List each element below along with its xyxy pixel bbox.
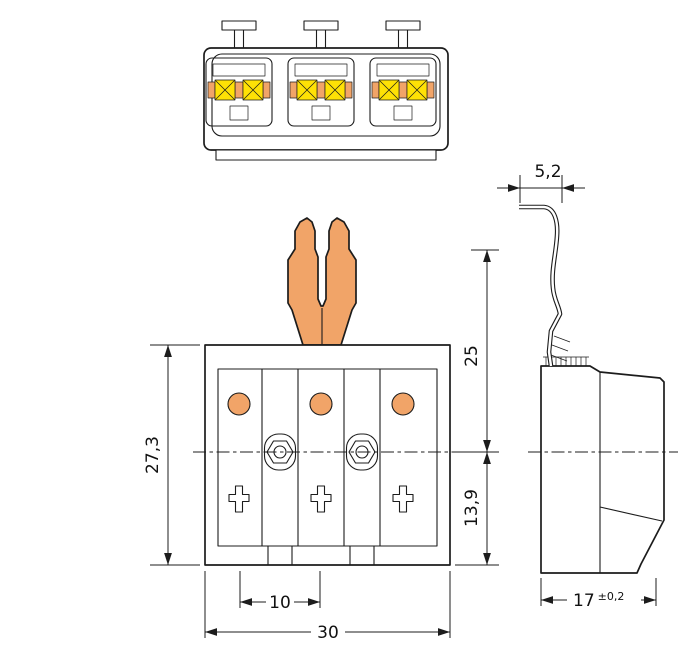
dim-depth-label: 17±0,2 [573,590,624,611]
lever-line [599,506,663,522]
foot-1 [267,545,293,566]
front-view [204,344,451,566]
dimension-labels: 5,2 25 13,9 27,3 10 30 17±0,2 [143,162,624,643]
dim-front-height-label: 27,3 [143,436,163,474]
top-view [203,20,449,161]
dimension-lines [150,175,657,638]
wire-port-1 [227,392,251,416]
dim-upper-height-label: 25 [462,345,482,367]
side-view [519,204,665,574]
release-slots [228,485,414,513]
dim-pole-pitch-label: 10 [269,593,291,613]
mounting-clamp-spring [519,204,571,367]
pusher-lever [287,217,357,346]
dim-total-width-label: 30 [317,623,339,643]
top-housing-step [215,149,437,161]
wire-port-3 [391,392,415,416]
clamp-teeth [550,335,571,362]
pusher-body [287,217,357,346]
front-housing-inner [217,368,438,547]
foot-2 [349,545,375,566]
wire-port-2 [309,392,333,416]
test-tabs [221,20,421,51]
dim-lower-height-label: 13,9 [462,489,482,527]
side-body [540,365,665,574]
front-housing-outline [204,344,451,566]
dim-clip-width-label: 5,2 [534,162,561,182]
pole-dividers [261,369,381,546]
